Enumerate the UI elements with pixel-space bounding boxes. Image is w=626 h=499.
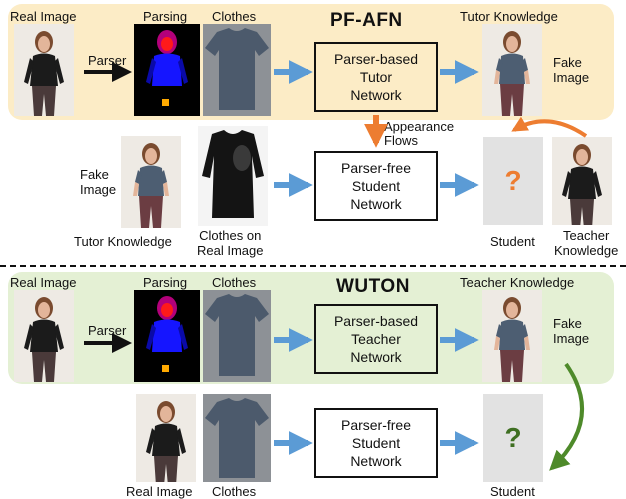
clothes-tshirt-image [203, 24, 271, 116]
pf-afn-title: PF-AFN [330, 10, 403, 31]
wuton-parsing-label: Parsing [143, 275, 188, 290]
left-tutor-knowledge-label: Tutor Knowledge [74, 234, 172, 249]
wuton-student-output-question-mark: ? [483, 394, 543, 482]
parser-free-student-network-box-top: Parser-free Student Network [314, 151, 438, 221]
parser-based-teacher-network-box: Parser-based Teacher Network [314, 304, 438, 374]
wuton-real-image-photo [14, 290, 74, 382]
wuton-student-clothes-image [203, 394, 271, 482]
wuton-teacher-knowledge-label: Teacher Knowledge [460, 275, 575, 290]
teacher-to-student-curve-arrow [549, 362, 585, 471]
wuton-fake-image-label: Fake Image [553, 316, 590, 346]
appearance-flows-label: Appearance Flows [384, 119, 455, 148]
parser-based-tutor-network-box: Parser-based Tutor Network [314, 42, 438, 112]
wuton-clothes-bottom-label: Clothes [212, 484, 257, 499]
clothes-label: Clothes [212, 9, 257, 24]
fake-image-label: Fake Image [553, 55, 590, 85]
section-divider [0, 265, 626, 267]
teacher-knowledge-curve-arrow [511, 116, 588, 138]
wuton-teacher-fake-image-photo [482, 290, 542, 382]
left-fake-image-label: Fake Image [80, 167, 117, 197]
clothes-on-real-image-label: Clothes on Real Image [197, 228, 264, 258]
tutor-fake-image-photo [482, 24, 542, 116]
tutor-knowledge-label: Tutor Knowledge [460, 9, 558, 24]
parsing-map-image [134, 24, 200, 116]
wuton-clothes-label: Clothes [212, 275, 257, 290]
real-image-label: Real Image [10, 9, 77, 24]
clothes-on-real-image [198, 126, 268, 226]
student-output-question-mark: ? [483, 137, 543, 225]
wuton-parsing-map-image [134, 290, 200, 382]
parser-free-student-network-box-bottom: Parser-free Student Network [314, 408, 438, 478]
real-image-photo [14, 24, 74, 116]
wuton-student-label: Student [490, 484, 535, 499]
teacher-knowledge-photo [552, 137, 612, 225]
wuton-clothes-tshirt-image [203, 290, 271, 382]
wuton-real-image-bottom-label: Real Image [126, 484, 193, 499]
wuton-student-real-image-photo [136, 394, 196, 482]
wuton-title: WUTON [336, 276, 410, 297]
wuton-real-image-label: Real Image [10, 275, 77, 290]
student-input-fake-image-photo [121, 136, 181, 228]
parsing-label: Parsing [143, 9, 188, 24]
student-label-top: Student [490, 234, 535, 249]
teacher-knowledge-label: Teacher Knowledge [554, 228, 619, 258]
